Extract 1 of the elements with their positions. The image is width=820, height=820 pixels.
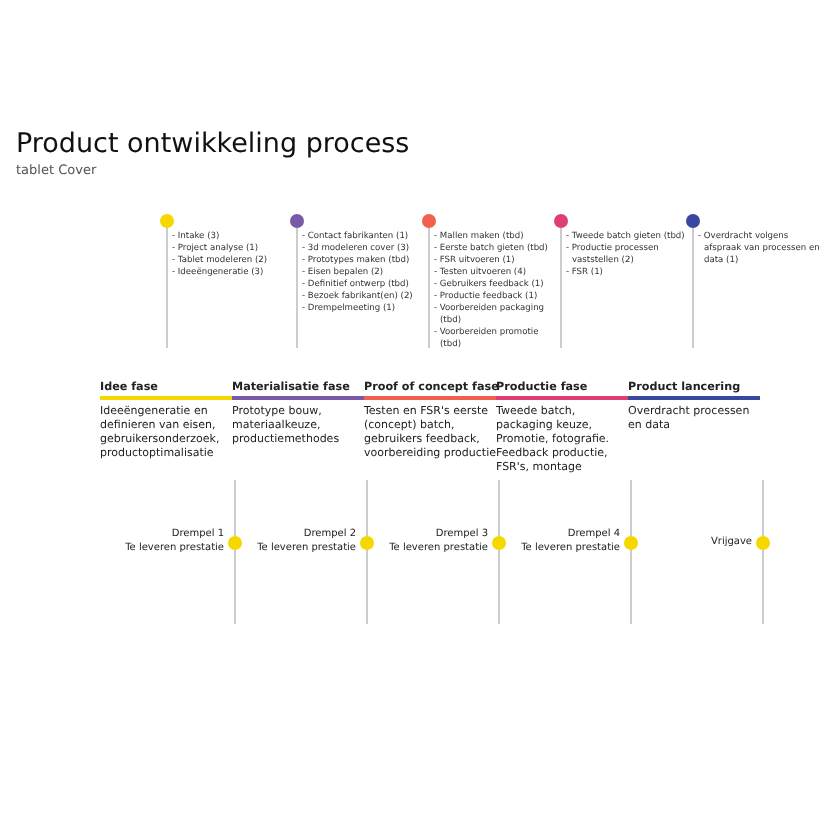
diagram-title: Product ontwikkeling process <box>16 128 410 160</box>
